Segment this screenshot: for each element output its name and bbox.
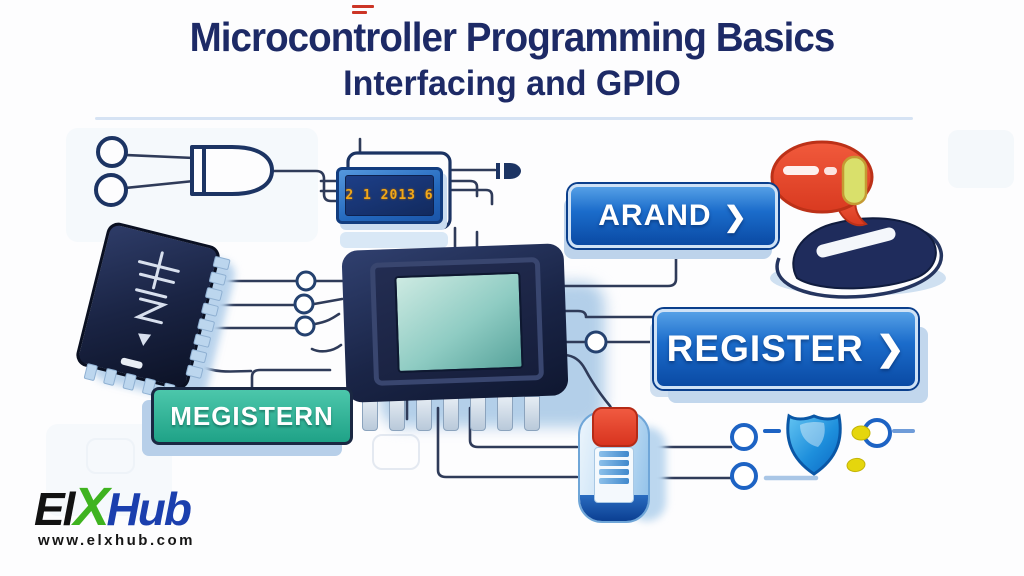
connection-pads xyxy=(293,270,608,354)
shield-gloss xyxy=(800,421,825,447)
red-artifact-mark xyxy=(352,5,374,17)
bubble-highlight xyxy=(824,167,837,175)
io-pad-icon xyxy=(730,462,758,490)
page-subtitle: Interfacing and GPIO xyxy=(343,64,681,103)
mcu-die-window xyxy=(394,271,524,374)
io-pad-icon xyxy=(730,423,758,451)
website-link[interactable]: www.elxhub.com xyxy=(38,532,195,549)
level-stripe xyxy=(599,478,629,484)
chevron-right-icon: ❯ xyxy=(723,200,748,232)
seven-segment-display-chip: 2 1 2013 6 xyxy=(336,167,443,224)
register-button[interactable]: REGISTER ❯ xyxy=(654,309,918,389)
divider-line xyxy=(95,117,913,120)
and-gate-icon xyxy=(94,136,274,207)
dip-body xyxy=(73,220,231,401)
battery-level-panel xyxy=(594,447,634,503)
chip-pin xyxy=(443,396,459,431)
bubble-screen xyxy=(841,155,868,206)
microcontroller-chip xyxy=(341,243,569,403)
level-stripe xyxy=(599,469,629,475)
led-dot-icon xyxy=(851,425,871,441)
dip-face-marking xyxy=(133,251,180,347)
chip-pin xyxy=(524,396,540,431)
logo-part-el: El xyxy=(34,483,75,535)
pouch-band xyxy=(816,227,896,258)
megistern-button[interactable]: MEGISTERN xyxy=(151,387,353,445)
level-stripe xyxy=(599,451,629,457)
page-title: Microcontroller Programming Basics xyxy=(189,14,836,60)
chip-pin xyxy=(83,363,99,382)
chip-pin xyxy=(497,396,513,431)
battery-red-cap xyxy=(592,407,638,447)
logo-part-hub: Hub xyxy=(106,483,192,535)
arand-button[interactable]: ARAND ❯ xyxy=(568,184,778,248)
bubble-highlight xyxy=(783,166,819,175)
chip-pin xyxy=(470,396,486,431)
led-dot-icon xyxy=(846,457,866,473)
chevron-right-icon: ❯ xyxy=(875,330,906,368)
display-screen: 2 1 2013 6 xyxy=(345,175,434,216)
dip-ic-chip xyxy=(73,220,246,406)
wire-terminator-icon xyxy=(496,163,521,179)
chip-pin xyxy=(416,396,432,431)
chip-pin xyxy=(212,255,231,271)
ghost-box xyxy=(372,434,420,470)
megistern-button-label: MEGISTERN xyxy=(170,400,334,431)
shield-icon xyxy=(786,413,842,476)
elxhub-logo: ElXHub xyxy=(34,476,192,538)
register-button-label: REGISTER xyxy=(666,328,864,369)
speech-bubble-device xyxy=(770,140,946,299)
arand-button-label: ARAND xyxy=(598,199,712,232)
pouch-body-icon xyxy=(792,217,937,290)
io-cluster xyxy=(730,413,915,490)
level-stripe xyxy=(599,460,629,466)
display-screen-text: 2 1 2013 6 xyxy=(345,188,434,203)
battery-indicator xyxy=(574,407,668,525)
logo-part-x: X xyxy=(73,477,109,537)
